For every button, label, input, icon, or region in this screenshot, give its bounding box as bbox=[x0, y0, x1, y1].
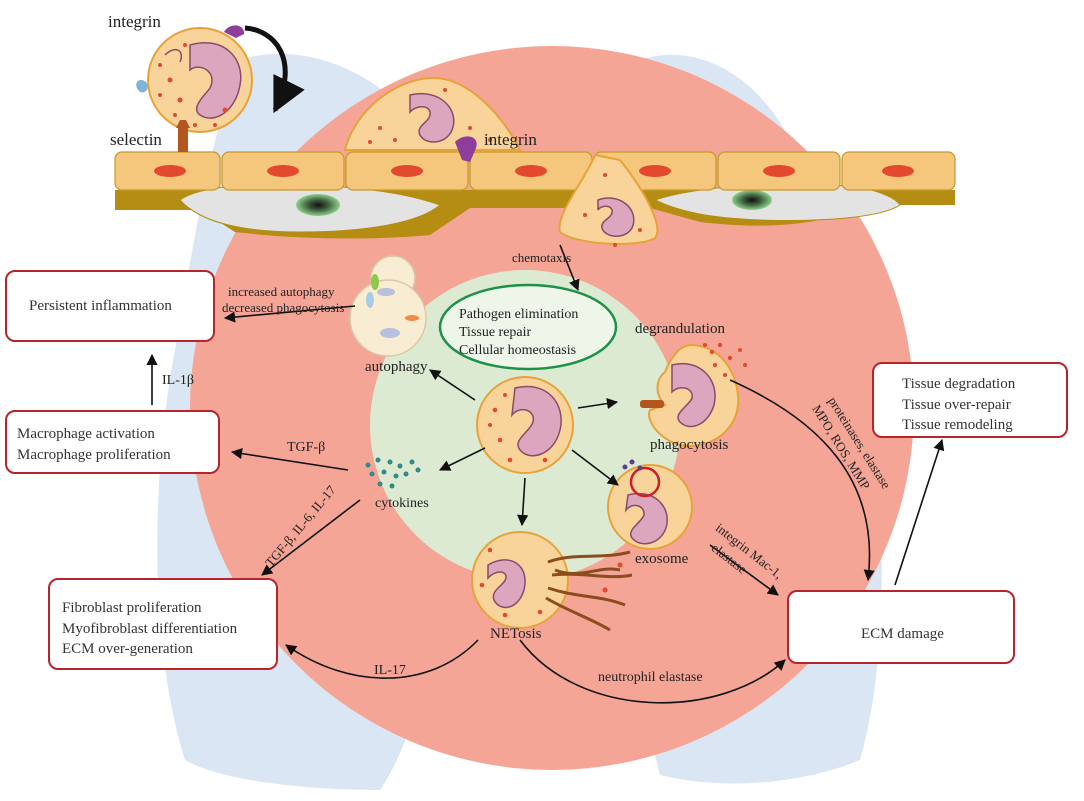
exosome-cell bbox=[607, 459, 693, 550]
label-il1b: IL-1β bbox=[162, 373, 194, 388]
netosis-cell bbox=[471, 531, 633, 632]
box-line: Myofibroblast differentiation bbox=[62, 620, 238, 637]
label-autophagy-effect-2: decreased phagocytosis bbox=[222, 300, 345, 315]
spreading-neutrophil bbox=[343, 76, 522, 162]
autophagy-cell bbox=[349, 255, 427, 357]
label-tgfb: TGF-β bbox=[287, 440, 326, 455]
box-line: ECM over-generation bbox=[62, 641, 193, 658]
label-integrin-mid: integrin bbox=[484, 130, 537, 149]
box-line: Macrophage proliferation bbox=[17, 446, 171, 463]
label-phagocytosis: phagocytosis bbox=[650, 437, 729, 453]
center-oval-line: Pathogen elimination bbox=[459, 307, 579, 322]
central-neutrophil bbox=[476, 376, 574, 474]
box-line: Tissue over-repair bbox=[902, 396, 1011, 413]
label-integrin-top: integrin bbox=[108, 12, 161, 31]
endothelium bbox=[114, 151, 956, 239]
box-macrophage: Macrophage activation Macrophage prolife… bbox=[5, 410, 220, 474]
center-oval-text: Pathogen elimination Tissue repair Cellu… bbox=[459, 306, 578, 361]
label-degrandulation: degrandulation bbox=[635, 321, 725, 337]
label-cytokines: cytokines bbox=[375, 496, 429, 511]
center-oval bbox=[438, 283, 618, 371]
cytokine-dots bbox=[365, 457, 421, 489]
label-chemotaxis: chemotaxis bbox=[512, 250, 572, 265]
rolling-neutrophil bbox=[136, 25, 305, 152]
box-line: Tissue degradation bbox=[902, 376, 1016, 392]
label-selectin: selectin bbox=[110, 130, 162, 149]
label-neutrophil-elastase: neutrophil elastase bbox=[598, 670, 703, 685]
center-oval-line: Tissue repair bbox=[459, 325, 532, 341]
label-autophagy-effect-1: increased autophagy bbox=[228, 284, 335, 299]
box-line: ECM damage bbox=[861, 626, 944, 642]
label-il17: IL-17 bbox=[374, 663, 406, 678]
box-tissue: Tissue degradation Tissue over-repair Ti… bbox=[872, 362, 1068, 438]
degranulating-cell bbox=[640, 342, 747, 447]
center-oval-line: Cellular homeostasis bbox=[459, 343, 577, 359]
box-line: Tissue remodeling bbox=[902, 417, 1013, 434]
label-exosome: exosome bbox=[635, 551, 689, 567]
label-netosis: NETosis bbox=[490, 626, 542, 642]
box-ecm-damage: ECM damage bbox=[787, 590, 1015, 664]
transmigrating-neutrophil bbox=[558, 153, 659, 247]
box-line: Persistent inflammation bbox=[29, 298, 172, 314]
arrows bbox=[146, 244, 945, 704]
box-fibroblast: Fibroblast proliferation Myofibroblast d… bbox=[48, 578, 278, 670]
box-persistent-inflammation: Persistent inflammation bbox=[5, 270, 215, 342]
box-line: Fibroblast proliferation bbox=[62, 600, 202, 616]
label-autophagy: autophagy bbox=[365, 359, 428, 375]
box-line: Macrophage activation bbox=[17, 426, 155, 442]
